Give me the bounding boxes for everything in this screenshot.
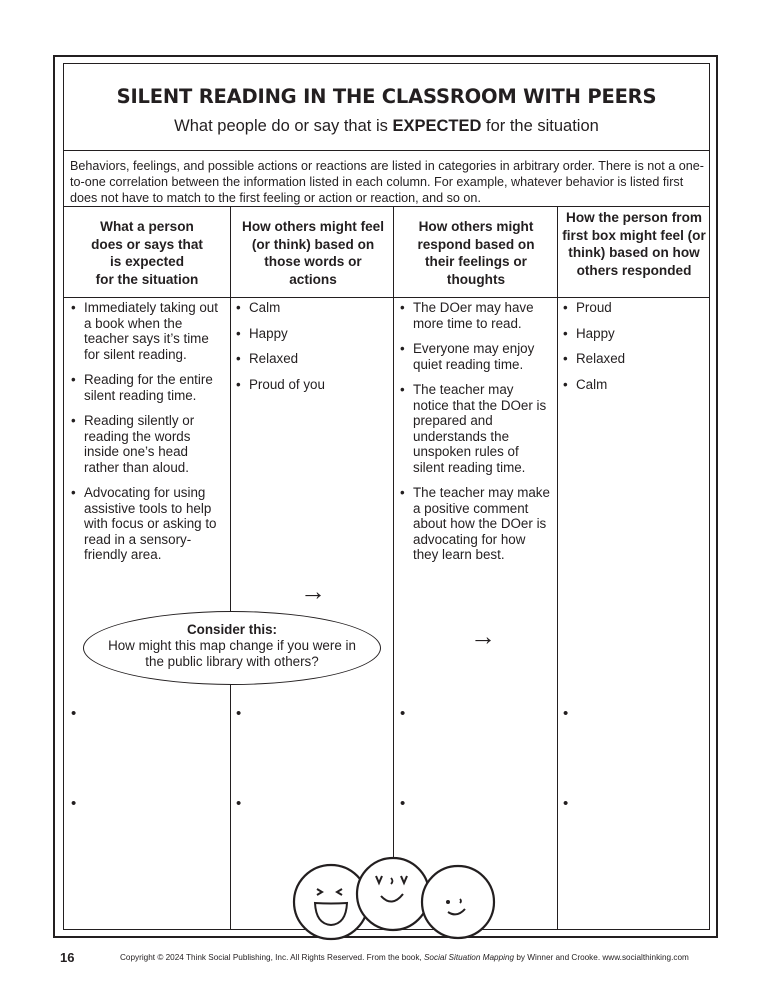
list-item: Calm — [563, 377, 707, 393]
list-item: Advocating for using assistive tools to … — [71, 485, 225, 563]
subtitle-text: What people do or say that is — [174, 117, 393, 135]
empty-bullet: • — [563, 795, 569, 812]
happy-face-icon — [355, 856, 431, 932]
empty-bullet: • — [71, 705, 77, 722]
column-divider-3 — [557, 206, 558, 930]
list-item: The DOer may have more time to read. — [400, 300, 552, 331]
empty-bullet: • — [236, 705, 242, 722]
divider-top — [63, 150, 710, 151]
page-subtitle: What people do or say that is EXPECTED f… — [63, 117, 710, 136]
empty-bullet: • — [563, 705, 569, 722]
callout-text: How might this map change if you were in… — [108, 638, 356, 669]
subtitle-text-end: for the situation — [481, 117, 599, 135]
book-title: Social Situation Mapping — [423, 953, 515, 962]
empty-bullet: • — [71, 795, 77, 812]
outcome-list: Proud Happy Relaxed Calm — [563, 300, 707, 392]
arrow-right-icon: → — [300, 576, 326, 606]
column-header-responses: How others might respond based on their … — [417, 219, 535, 287]
list-item: Proud — [563, 300, 707, 316]
list-item: Proud of you — [236, 377, 386, 393]
header-line: is expected — [66, 253, 228, 271]
header-text: is — [109, 254, 126, 269]
column-header-outcome: How the person from first box might feel… — [562, 210, 706, 278]
responses-list: The DOer may have more time to read. Eve… — [400, 300, 552, 563]
divider-intro — [63, 206, 710, 207]
column-header-feelings: How others might feel (or think) based o… — [242, 219, 384, 287]
column-header-behavior: What a person does or says that is expec… — [66, 218, 228, 288]
empty-bullet: • — [236, 795, 242, 812]
header-line: for the situation — [95, 271, 199, 287]
list-item: Happy — [236, 326, 386, 342]
divider-headers — [63, 297, 710, 298]
behavior-list: Immediately taking out a book when the t… — [71, 300, 225, 563]
empty-bullet: • — [400, 795, 406, 812]
consider-this-callout: Consider this: How might this map change… — [83, 611, 381, 685]
column-divider-2 — [393, 206, 394, 930]
laughing-face-icon — [292, 863, 370, 941]
list-item: Relaxed — [236, 351, 386, 367]
subtitle-emphasis: EXPECTED — [392, 117, 482, 135]
copyright-notice: Copyright © 2024 Think Social Publishing… — [120, 953, 689, 962]
copyright-text: Copyright © 2024 Think Social Publishing… — [120, 953, 424, 962]
list-item: Relaxed — [563, 351, 707, 367]
list-item: The teacher may make a positive comment … — [400, 485, 552, 563]
intro-paragraph: Behaviors, feelings, and possible action… — [70, 159, 704, 205]
header-emphasis: expected — [125, 254, 185, 269]
list-item: Reading silently or reading the words in… — [71, 413, 225, 475]
page-title: SILENT READING IN THE CLASSROOM WITH PEE… — [116, 85, 657, 108]
page-number: 16 — [60, 950, 75, 965]
empty-bullet: • — [400, 705, 406, 722]
list-item: Happy — [563, 326, 707, 342]
feelings-list: Calm Happy Relaxed Proud of you — [236, 300, 386, 392]
copyright-text-end: by Winner and Crooke. www.socialthinking… — [514, 953, 689, 962]
page-border-outer — [53, 55, 718, 938]
header-line: What a person — [100, 219, 194, 234]
callout-title: Consider this: — [186, 622, 278, 637]
column-divider-1 — [230, 206, 231, 930]
smiley-faces-illustration — [292, 856, 496, 941]
header-line: does or says that — [91, 236, 203, 252]
arrow-right-icon: → — [470, 621, 496, 651]
list-item: The teacher may notice that the DOer is … — [400, 382, 552, 475]
list-item: Everyone may enjoy quiet reading time. — [400, 341, 552, 372]
list-item: Calm — [236, 300, 386, 316]
list-item: Reading for the entire silent reading ti… — [71, 372, 225, 403]
smiling-face-icon — [420, 864, 496, 940]
list-item: Immediately taking out a book when the t… — [71, 300, 225, 362]
